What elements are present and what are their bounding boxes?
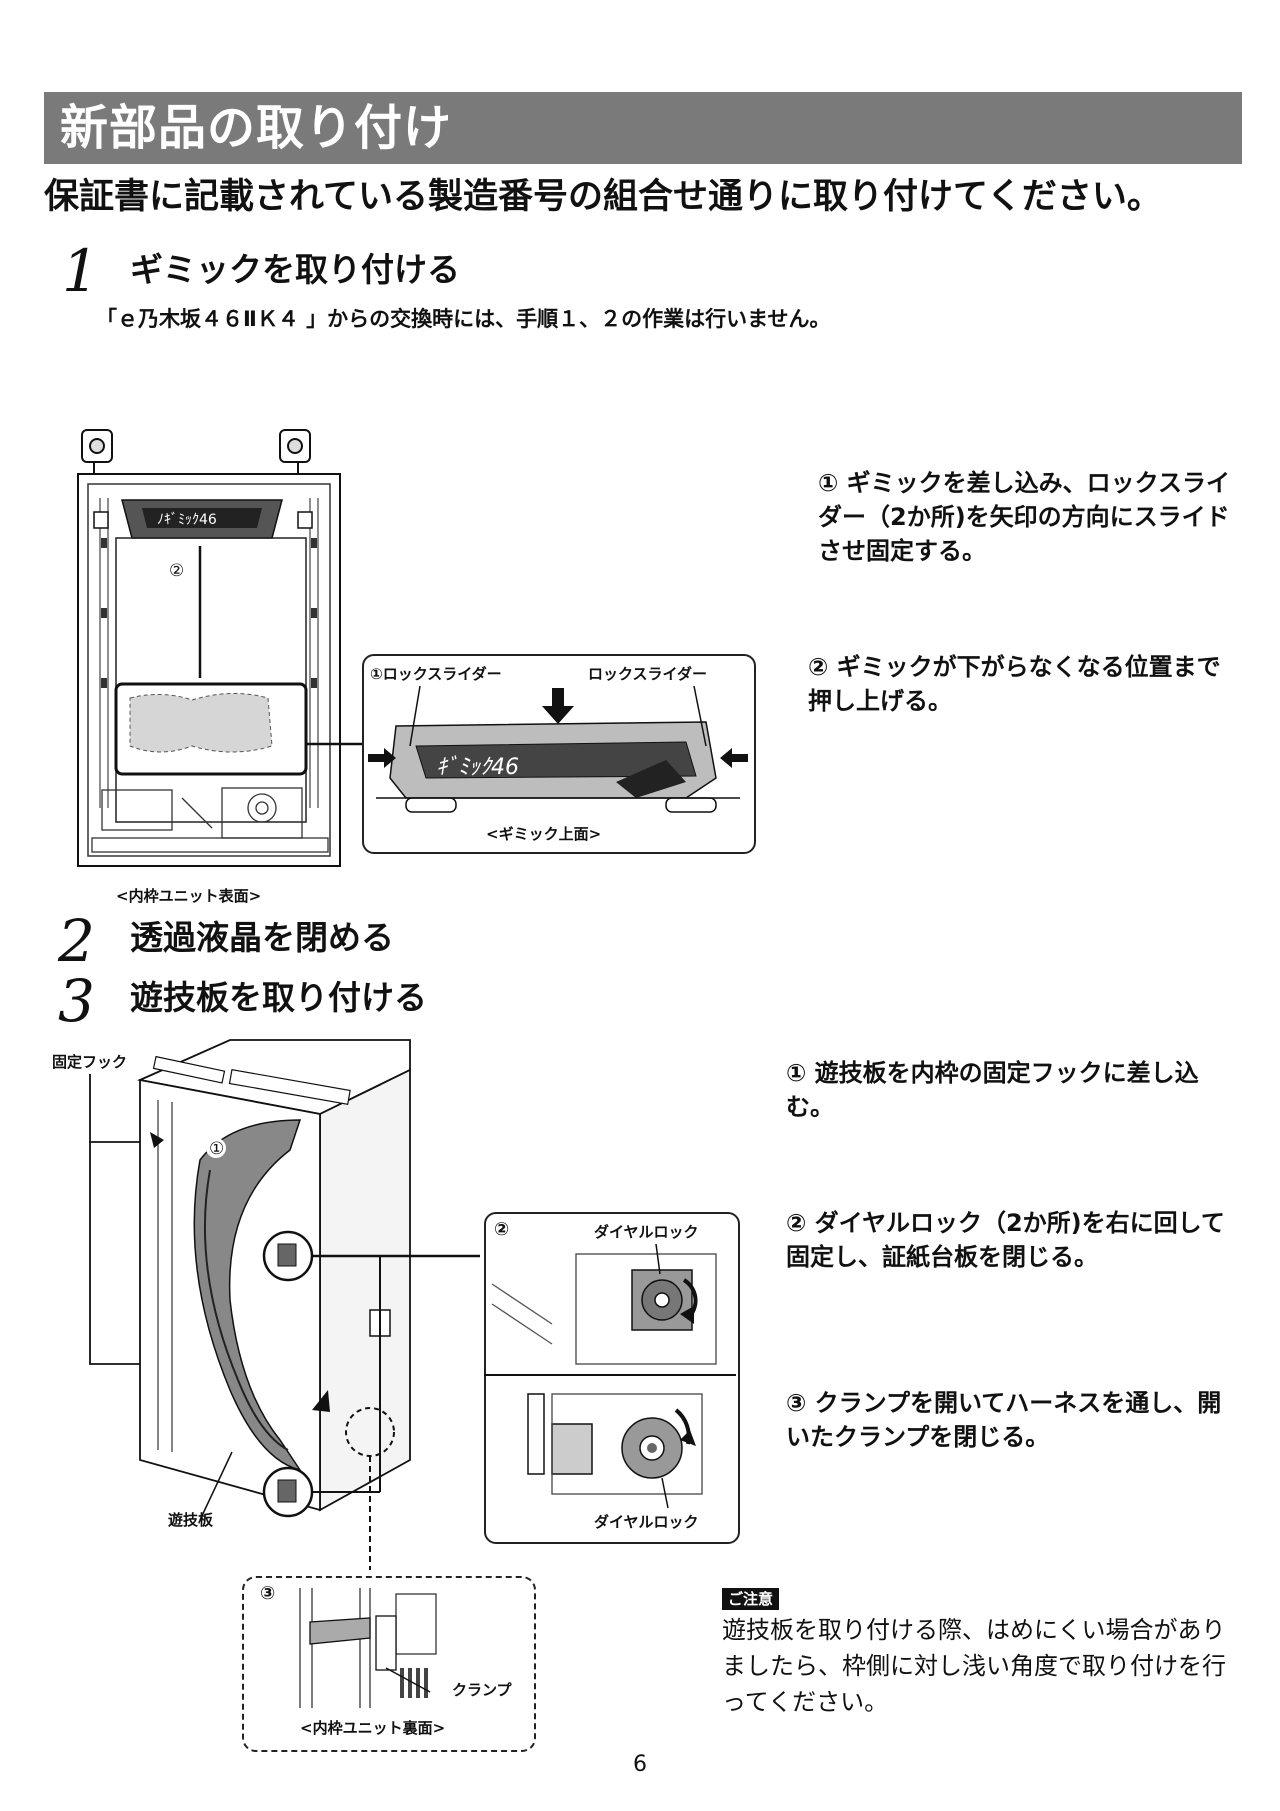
dial-lock-divider: [484, 1374, 736, 1376]
svg-text:②: ②: [169, 561, 184, 581]
inner-frame-front-diagram: ﾉｷﾞﾐｯｸ46 ②: [77, 429, 362, 867]
step1-title: ギミックを取り付ける: [130, 250, 460, 289]
board-label: 遊技板: [168, 1511, 214, 1529]
svg-text:①: ①: [209, 1139, 224, 1159]
clamp-label: クランプ: [452, 1681, 512, 1699]
page-number: 6: [633, 1752, 647, 1777]
lock-slider-label-right: ロックスライダー: [588, 665, 707, 683]
section-header: 新部品の取り付け: [44, 92, 1242, 164]
step2-title: 透過液晶を閉める: [130, 918, 394, 957]
front-unit-caption: <内枠ユニット表面>: [116, 887, 262, 905]
dial-lock-callout-number: ②: [494, 1219, 510, 1240]
back-unit-callout-number: ③: [260, 1583, 276, 1604]
step1-number: 1: [62, 237, 99, 305]
back-unit-diagram: [299, 1588, 437, 1708]
dial-lock-label-bottom: ダイヤルロック: [594, 1513, 699, 1531]
svg-text:ｷﾞﾐｯｸ46: ｷﾞﾐｯｸ46: [436, 755, 519, 780]
step3-number: 3: [58, 967, 95, 1035]
gimmick-top-caption: <ギミック上面>: [486, 825, 602, 843]
gimmick-top-diagram: ｷﾞﾐｯｸ46: [368, 685, 748, 813]
svg-text:ﾉｷﾞﾐｯｸ46: ﾉｷﾞﾐｯｸ46: [157, 512, 217, 528]
inner-frame-board-diagram: ①: [89, 1039, 480, 1570]
step3-title: 遊技板を取り付ける: [130, 978, 427, 1017]
section-title: 新部品の取り付け: [60, 100, 453, 156]
caution-text: 遊技板を取り付ける際、はめにくい場合がありましたら、枠側に対し浅い角度で取り付け…: [722, 1616, 1226, 1716]
dial-lock-detail: [484, 1212, 740, 1544]
page-subtitle: 保証書に記載されている製造番号の組合せ通りに取り付けてください。: [44, 177, 1162, 217]
caution-badge: ご注意: [722, 1588, 780, 1610]
step1-instruction-1: ① ギミックを差し込み、ロックスライダー（2か所)を矢印の方向にスライドさせ固定…: [818, 469, 1230, 565]
dial-lock-label-top: ダイヤルロック: [594, 1223, 699, 1241]
step1-instruction-2: ② ギミックが下がらなくなる位置まで押し上げる。: [808, 653, 1221, 715]
step3-instruction-1: ① 遊技板を内枠の固定フックに差し込む。: [786, 1059, 1199, 1121]
lock-slider-label-left: ①ロックスライダー: [370, 665, 502, 683]
step3-instruction-3: ③ クランプを開いてハーネスを通し、開いたクランプを閉じる。: [786, 1389, 1222, 1451]
dial-lock-top-diagram: [491, 1243, 717, 1365]
step2-number: 2: [58, 907, 95, 975]
fixed-hook-label: 固定フック: [52, 1053, 128, 1071]
step3-instruction-2: ② ダイヤルロック（2か所)を右に回して固定し、証紙台板を閉じる。: [786, 1209, 1225, 1271]
dial-lock-bottom-diagram: [527, 1393, 703, 1509]
back-unit-caption: <内枠ユニット裏面>: [300, 1719, 446, 1737]
step1-note: 「ｅ乃木坂４６ⅡＫ４ 」からの交換時には、手順１、２の作業は行いません。: [96, 307, 831, 331]
